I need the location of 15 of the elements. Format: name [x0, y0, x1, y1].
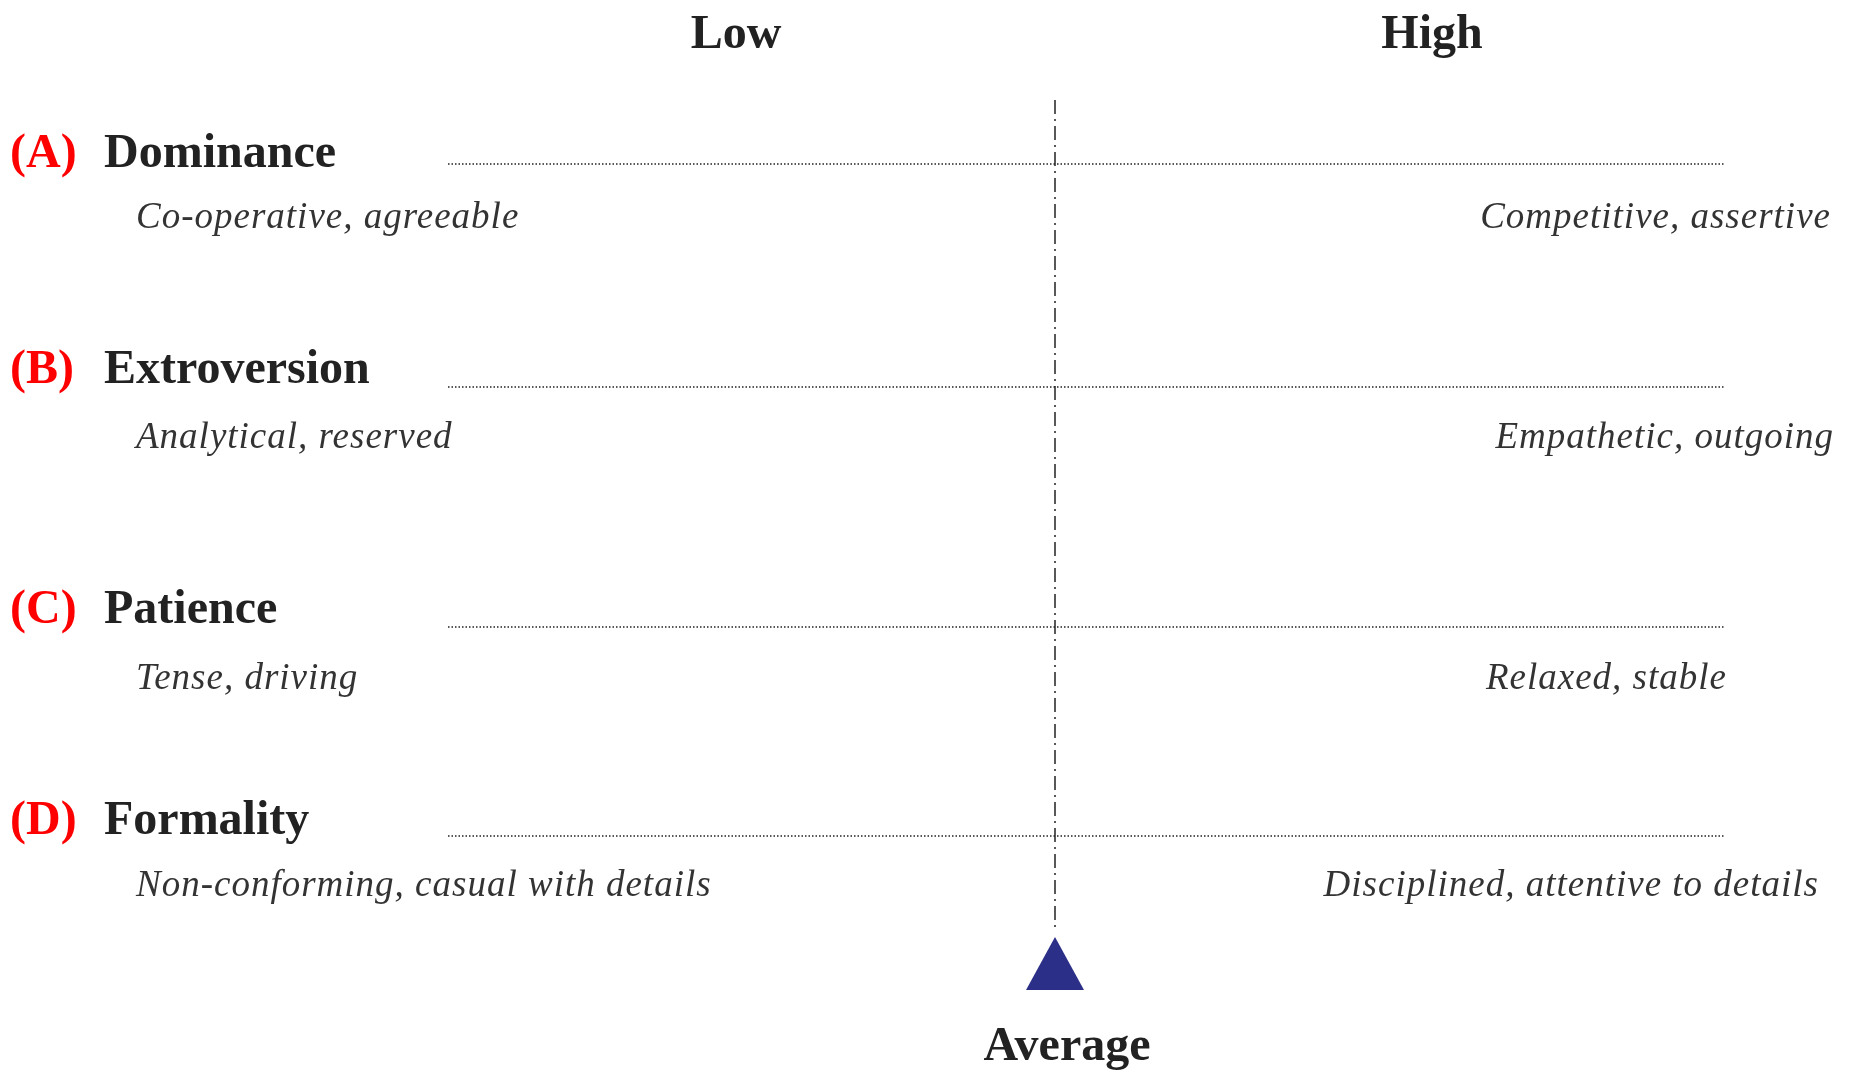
- column-heading: High: [1381, 8, 1483, 56]
- trait-description: Non-conforming, casual with details: [136, 864, 712, 902]
- trait-description: Analytical, reserved: [136, 416, 453, 454]
- trait-description: Empathetic, outgoing: [1495, 416, 1834, 454]
- trait-description: Disciplined, attentive to details: [1323, 864, 1819, 902]
- trait-description: Tense, driving: [136, 657, 359, 695]
- trait-description: Co-operative, agreeable: [136, 196, 520, 234]
- trait-name: Patience: [104, 583, 278, 631]
- column-heading: Low: [690, 8, 782, 56]
- trait-description: Relaxed, stable: [1485, 657, 1727, 695]
- trait-description: Competitive, assertive: [1480, 196, 1831, 234]
- axis-label: Average: [983, 1020, 1151, 1068]
- trait-name: Extroversion: [104, 343, 370, 391]
- trait-name: Dominance: [104, 127, 336, 175]
- trait-name: Formality: [104, 794, 310, 842]
